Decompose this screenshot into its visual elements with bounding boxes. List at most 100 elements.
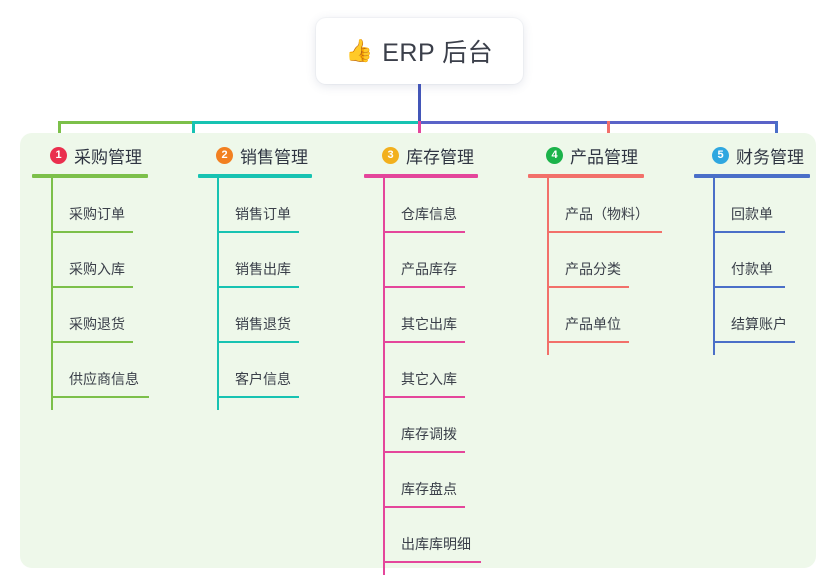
list-item[interactable]: 采购入库	[32, 233, 148, 288]
column-trunk-3	[383, 178, 385, 575]
thumbs-up-icon: 👍	[345, 38, 374, 63]
column-header-rule-4	[528, 174, 644, 178]
list-item-rule	[547, 286, 629, 288]
list-item-label: 其它出库	[401, 316, 457, 332]
column-trunk-1	[51, 178, 53, 410]
list-item-rule	[383, 451, 465, 453]
list-item[interactable]: 销售退货	[198, 288, 312, 343]
column-header-3[interactable]: 3 库存管理	[364, 143, 478, 167]
list-item-label: 产品（物料）	[565, 206, 649, 222]
list-item-label: 库存调拨	[401, 426, 457, 442]
list-item-label: 仓库信息	[401, 206, 457, 222]
list-item-label: 结算账户	[731, 316, 787, 332]
list-item[interactable]: 采购退货	[32, 288, 148, 343]
list-item[interactable]: 采购订单	[32, 178, 148, 233]
list-item-rule	[51, 286, 133, 288]
list-item-rule	[383, 506, 465, 508]
column-title-1: 采购管理	[74, 147, 142, 167]
column-badge-1: 1	[50, 146, 67, 164]
list-item[interactable]: 客户信息	[198, 343, 312, 398]
column-items-2: 销售订单销售出库销售退货客户信息	[198, 178, 312, 410]
list-item-label: 产品库存	[401, 261, 457, 277]
column-header-2[interactable]: 2 销售管理	[198, 143, 312, 167]
list-item-rule	[51, 341, 133, 343]
list-item[interactable]: 其它出库	[364, 288, 478, 343]
column-badge-4: 4	[546, 146, 563, 164]
list-item[interactable]: 付款单	[694, 233, 810, 288]
column-title-3: 库存管理	[406, 147, 474, 167]
list-item-rule	[713, 341, 795, 343]
list-item-label: 销售订单	[235, 206, 291, 222]
list-item-rule	[217, 396, 299, 398]
list-item-rule	[383, 231, 465, 233]
list-item-rule	[383, 561, 481, 563]
column-trunk-4	[547, 178, 549, 355]
list-item-label: 客户信息	[235, 371, 291, 387]
list-item[interactable]: 仓库信息	[364, 178, 478, 233]
list-item[interactable]: 结算账户	[694, 288, 810, 343]
column-badge-5: 5	[712, 146, 729, 164]
column-items-4: 产品（物料） 产品分类产品单位	[528, 178, 662, 355]
column-trunk-2	[217, 178, 219, 410]
list-item-rule	[713, 286, 785, 288]
column-badge-2: 2	[216, 146, 233, 164]
list-item-label: 出库库明细	[401, 536, 471, 552]
list-item-label: 销售退货	[235, 316, 291, 332]
list-item-label: 产品分类	[565, 261, 621, 277]
column-header-1[interactable]: 1 采购管理	[32, 143, 148, 167]
list-item-rule	[217, 286, 299, 288]
list-item[interactable]: 销售出库	[198, 233, 312, 288]
root-node-card[interactable]: 👍 ERP 后台	[316, 18, 523, 84]
list-item[interactable]: 库存调拨	[364, 398, 478, 453]
list-item[interactable]: 库存盘点	[364, 453, 478, 508]
list-item-label: 其它入库	[401, 371, 457, 387]
list-item-rule	[217, 341, 299, 343]
list-item[interactable]: 产品（物料）	[528, 178, 662, 233]
list-item[interactable]: 出库库明细	[364, 508, 481, 563]
column-title-5: 财务管理	[736, 147, 804, 167]
list-item-rule	[51, 231, 133, 233]
column-title-4: 产品管理	[570, 147, 638, 167]
column-header-5[interactable]: 5 财务管理	[694, 143, 810, 167]
root-node-title: ERP 后台	[382, 39, 494, 67]
list-item[interactable]: 产品单位	[528, 288, 644, 343]
list-item-label: 采购退货	[69, 316, 125, 332]
list-item-label: 采购入库	[69, 261, 125, 277]
column-header-rule-5	[694, 174, 810, 178]
column-header-rule-2	[198, 174, 312, 178]
list-item-rule	[383, 341, 465, 343]
column-5: 5 财务管理回款单付款单结算账户	[694, 143, 810, 355]
column-2: 2 销售管理销售订单销售出库销售退货客户信息	[198, 143, 312, 410]
column-header-rule-3	[364, 174, 478, 178]
column-header-rule-1	[32, 174, 148, 178]
column-items-1: 采购订单采购入库采购退货供应商信息	[32, 178, 149, 410]
column-4: 4 产品管理产品（物料） 产品分类产品单位	[528, 143, 662, 355]
list-item-rule	[383, 286, 465, 288]
list-item[interactable]: 其它入库	[364, 343, 478, 398]
list-item-label: 库存盘点	[401, 481, 457, 497]
list-item[interactable]: 产品库存	[364, 233, 478, 288]
column-items-3: 仓库信息产品库存其它出库其它入库库存调拨库存盘点出库库明细	[364, 178, 481, 575]
diagram-panel	[20, 133, 816, 568]
column-items-5: 回款单付款单结算账户	[694, 178, 810, 355]
column-header-4[interactable]: 4 产品管理	[528, 143, 644, 167]
list-item-rule	[383, 396, 465, 398]
column-trunk-5	[713, 178, 715, 355]
list-item-rule	[217, 231, 299, 233]
list-item[interactable]: 产品分类	[528, 233, 644, 288]
list-item-label: 回款单	[731, 206, 773, 222]
column-3: 3 库存管理仓库信息产品库存其它出库其它入库库存调拨库存盘点出库库明细	[364, 143, 481, 575]
column-1: 1 采购管理采购订单采购入库采购退货供应商信息	[32, 143, 149, 410]
list-item-label: 付款单	[731, 261, 773, 277]
list-item-rule	[713, 231, 785, 233]
column-title-2: 销售管理	[240, 147, 308, 167]
list-item-rule	[547, 231, 662, 233]
list-item[interactable]: 回款单	[694, 178, 810, 233]
list-item[interactable]: 供应商信息	[32, 343, 149, 398]
list-item-label: 供应商信息	[69, 371, 139, 387]
list-item-label: 采购订单	[69, 206, 125, 222]
list-item-label: 产品单位	[565, 316, 621, 332]
column-badge-3: 3	[382, 146, 399, 164]
list-item[interactable]: 销售订单	[198, 178, 312, 233]
list-item-label: 销售出库	[235, 261, 291, 277]
